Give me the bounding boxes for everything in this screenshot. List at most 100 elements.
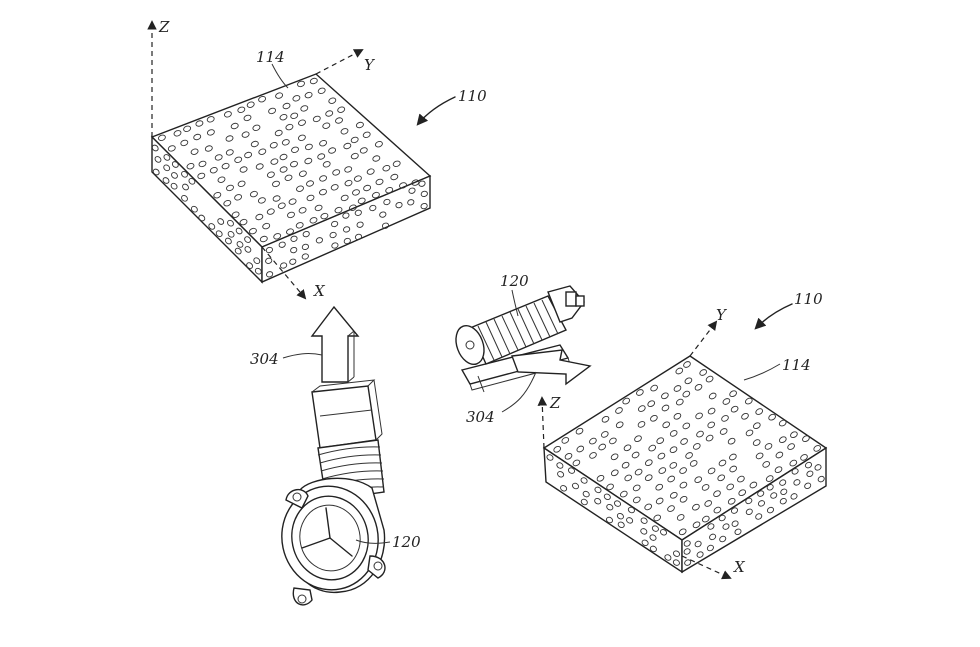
perforation-hole [621,461,630,469]
perforation-hole [708,392,717,400]
perforation-hole [813,445,822,452]
perforation-hole [173,130,182,137]
perforation-hole [225,149,234,156]
perforation-hole [719,535,727,543]
perforation-hole [673,412,682,420]
perforation-hole [699,369,708,376]
perforation-hole [372,155,381,162]
perforation-hole [701,484,710,491]
perforation-hole [571,482,580,490]
perforation-hole [692,443,701,450]
perforation-hole [589,452,597,459]
perforation-hole [304,157,313,165]
perforation-hole [680,438,688,445]
perforation-hole [230,122,239,130]
perforation-hole [814,464,822,471]
perforation-hole [330,184,339,191]
perforation-hole [231,211,240,218]
perforation-hole [726,483,735,491]
perforation-hole [385,187,394,194]
perforation-hole [298,119,306,126]
perforation-hole [234,194,243,201]
perforation-hole [790,493,798,500]
perforation-hole [290,246,298,254]
perforation-hole [304,143,313,151]
fan-drum-fins [477,299,559,361]
perforation-hole [206,116,215,123]
axis-label-y-right: Y [716,306,728,324]
perforation-hole [730,405,739,413]
axis-label-x-left: X [313,282,326,300]
perforation-hole [745,429,754,437]
perforation-hole [667,475,676,483]
perforation-hole [775,451,784,459]
perforation-hole [546,454,554,461]
perforation-hole [696,551,704,558]
perforation-hole [354,233,363,241]
perforation-hole [285,123,294,131]
perforation-hole [217,218,225,225]
perforation-hole [682,390,691,398]
perforation-hole [694,540,702,548]
perforation-hole [355,121,364,129]
perforation-hole [255,163,264,170]
perforation-hole [392,160,401,167]
perforation-hole [163,154,171,161]
perforation-hole [340,194,349,202]
perforation-hole [802,435,810,443]
perforation-hole [348,204,357,211]
perforation-hole [275,92,284,99]
left-y-axis [315,49,364,75]
perforation-hole [217,176,226,183]
perforation-hole [289,258,297,265]
perforation-hole [317,153,326,160]
leader-114-left [271,63,289,89]
perforation-hole [252,124,261,131]
perforation-hole [755,513,763,520]
perforation-hole [312,115,321,123]
perforation-hole [243,114,252,122]
perforation-hole [707,421,716,429]
perforation-hole [301,253,309,260]
perforation-hole [707,523,715,530]
perforation-hole [651,525,659,532]
perforation-hole [684,559,692,566]
perforation-hole [601,415,610,423]
perforation-hole [328,147,337,154]
perforation-hole [225,135,234,142]
perforation-hole [374,141,383,148]
perforation-hole [675,367,684,375]
perforation-hole [170,182,178,190]
perforation-hole [343,226,351,233]
left-x-axis [261,246,307,300]
perforation-hole [320,212,329,220]
perforation-hole [193,133,202,141]
perforation-hole [270,158,279,165]
perforation-hole [745,508,753,516]
perforation-hole [634,468,643,476]
perforation-hole [306,194,315,202]
perforation-hole [800,454,808,461]
perforation-hole [650,414,658,422]
perforation-hole [284,174,293,181]
perforation-hole [342,212,350,219]
perforation-hole [707,407,716,415]
perforation-hole [343,142,352,150]
perforation-hole [755,408,764,415]
perforation-hole [265,257,273,264]
left-block-side-holes [265,180,428,278]
perforation-hole [600,431,609,438]
perforation-hole [362,131,371,138]
perforation-hole [297,134,306,141]
axis-label-y-left: Y [364,56,376,74]
perforation-hole [709,533,717,541]
perforation-hole [789,459,798,467]
perforation-hole [662,421,671,429]
perforation-hole [190,148,199,155]
perforation-hole [636,389,644,396]
perforation-hole [717,474,726,482]
perforation-hole [683,361,691,368]
perforation-hole [757,500,766,507]
perforation-hole [752,439,761,446]
